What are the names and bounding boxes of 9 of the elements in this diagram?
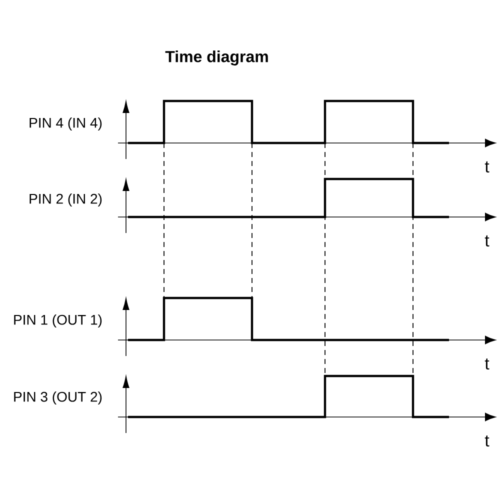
axis-label: t: [484, 435, 490, 447]
signal-label: PIN 4 (IN 4): [30, 117, 102, 131]
signal-label: PIN 2 (IN 2): [30, 193, 102, 207]
signal-label: PIN 3 (OUT 2): [14, 391, 102, 405]
axis-label: t: [484, 161, 490, 173]
axis-label: t: [484, 358, 490, 370]
signal-label: PIN 1 (OUT 1): [14, 314, 102, 328]
axis-label: t: [484, 235, 490, 247]
title: Time diagram: [165, 50, 268, 66]
